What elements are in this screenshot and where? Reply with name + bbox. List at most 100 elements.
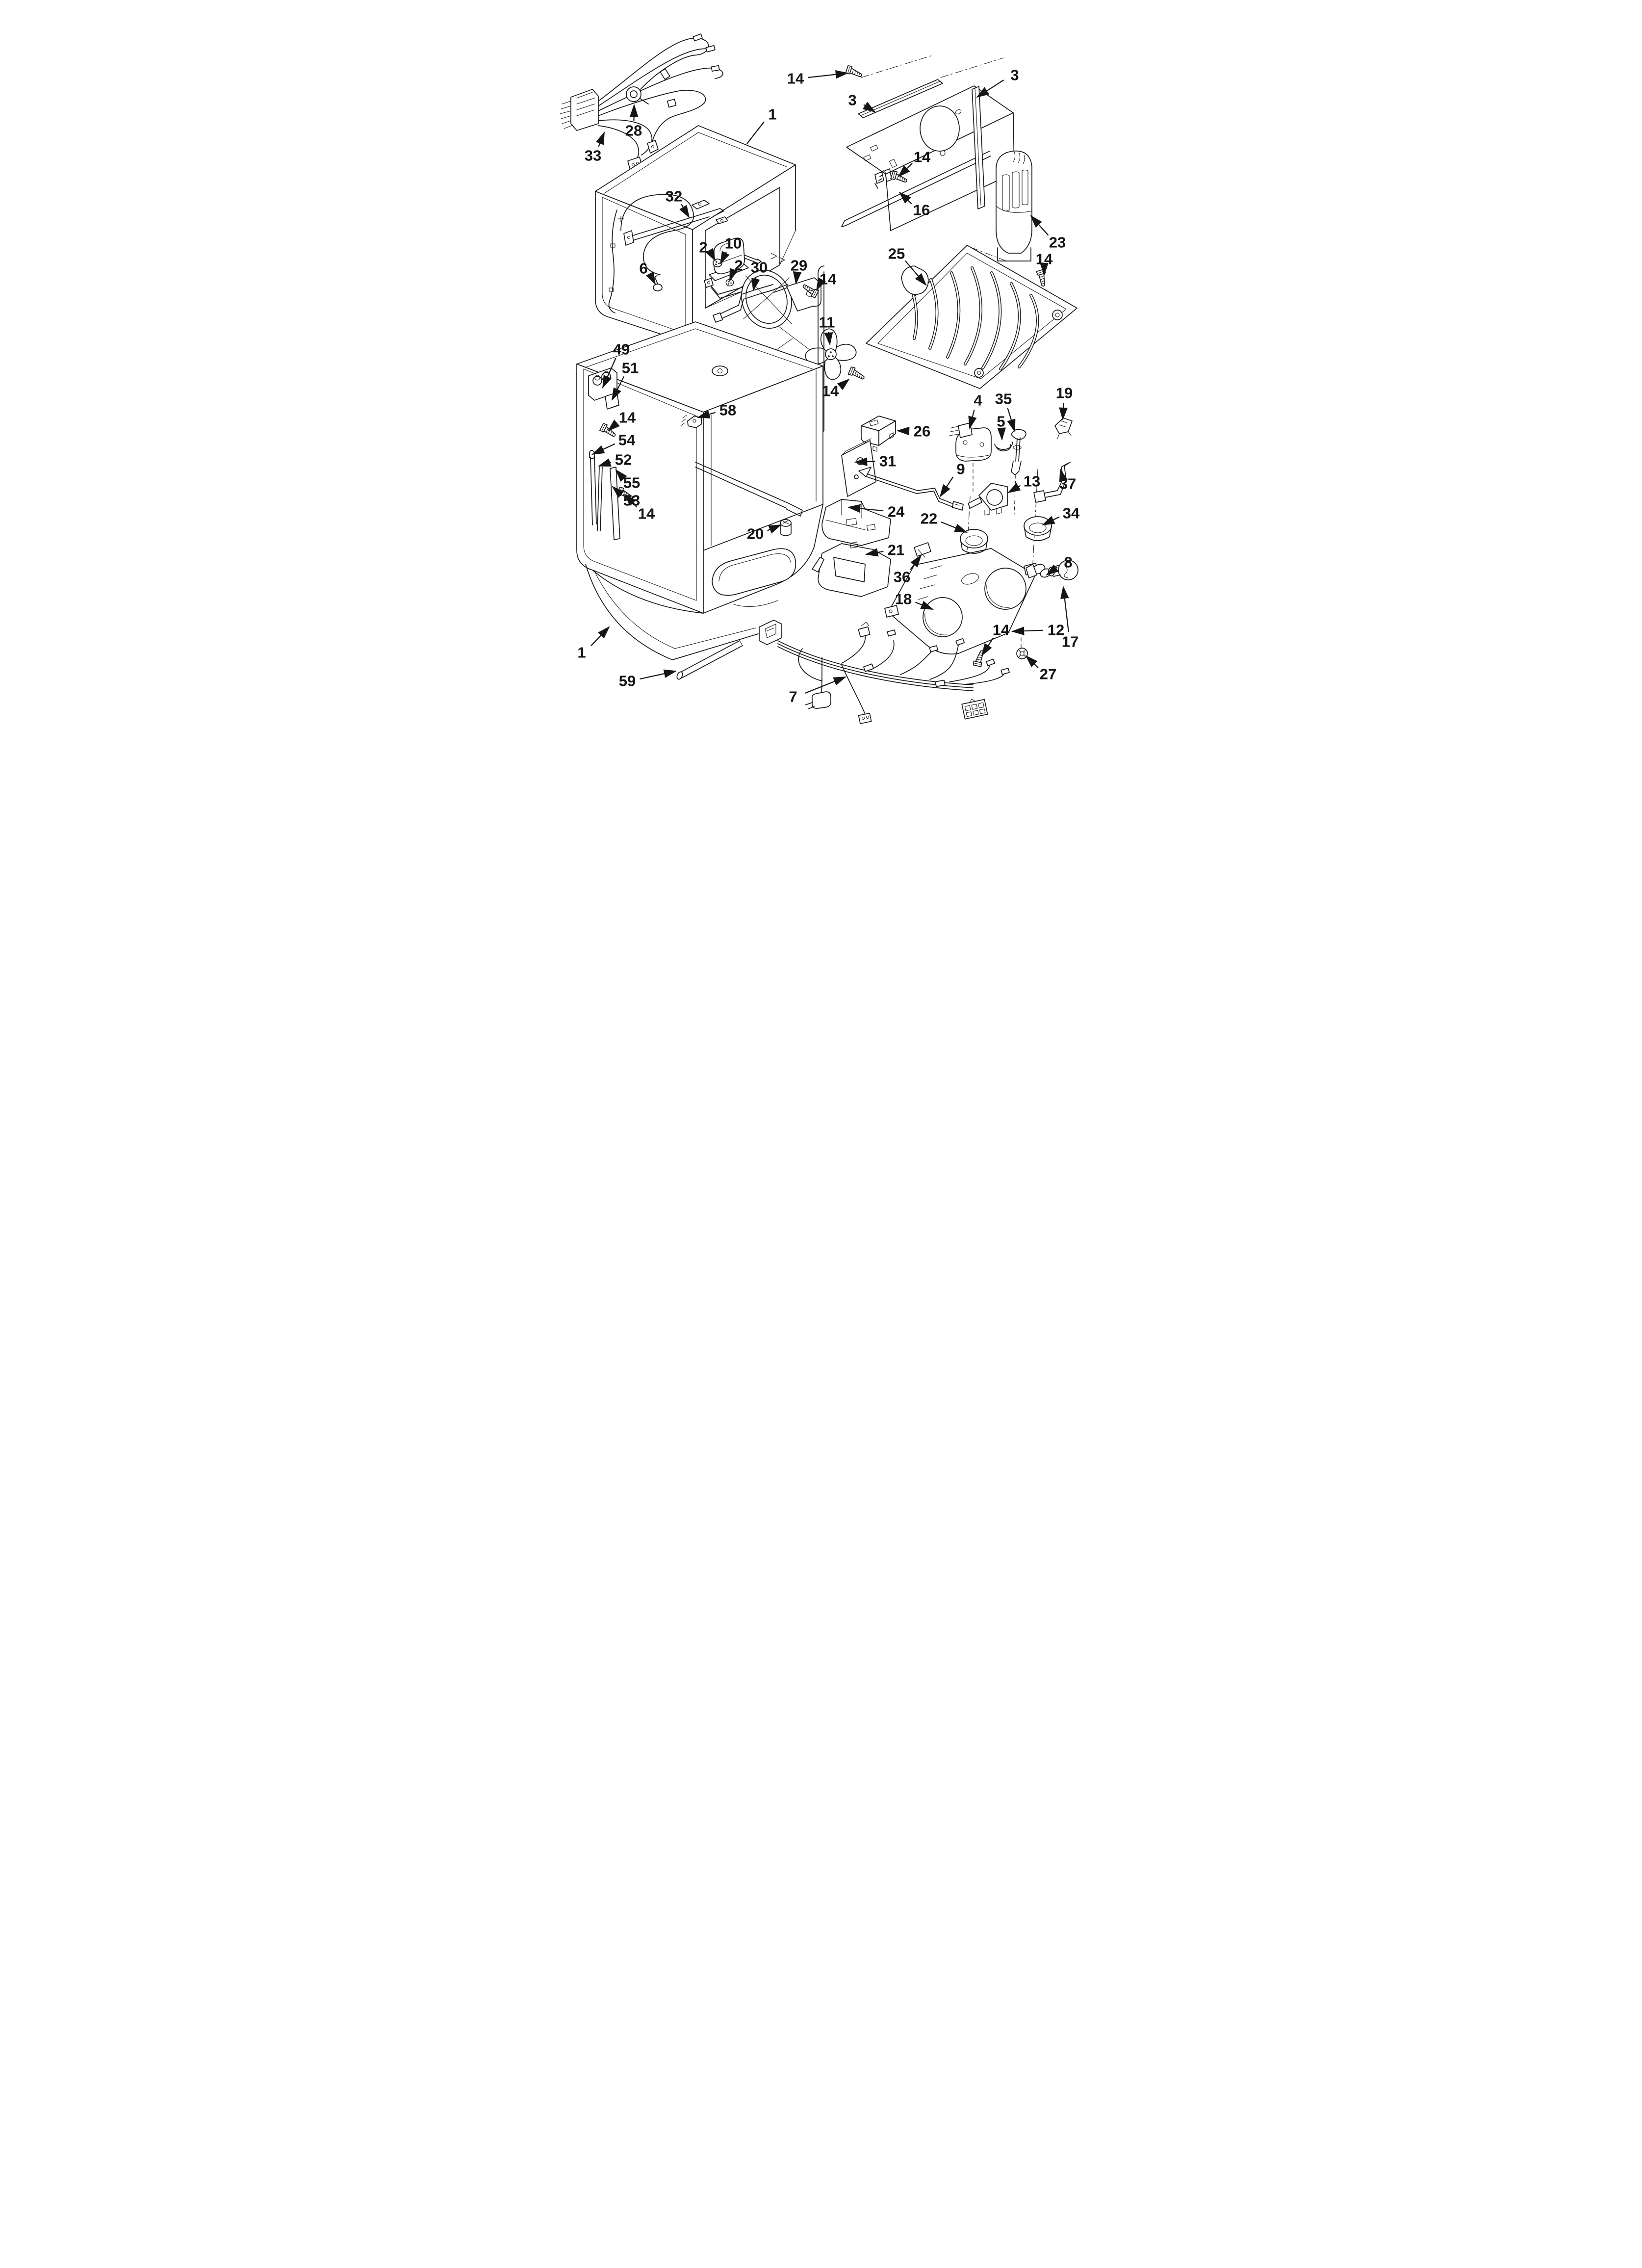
callout-6: 6 [639, 260, 647, 277]
air-duct-tower [996, 150, 1032, 261]
defrost-timer-4 [949, 422, 992, 462]
callout-29: 29 [791, 257, 807, 274]
leader-29 [793, 271, 802, 285]
evap-cover-24 [821, 499, 891, 546]
callout-35: 35 [995, 391, 1012, 408]
callout-18: 18 [895, 591, 912, 608]
callout-1: 1 [577, 644, 586, 661]
leader-21 [865, 548, 884, 557]
exploded-parts-diagram: 1431316142325143221023029614111449511454… [560, 33, 1080, 724]
top-wire-harness [560, 33, 723, 172]
callout-14: 14 [1036, 251, 1053, 268]
wire-arm-9 [858, 467, 964, 511]
callout-52: 52 [615, 451, 632, 469]
callout-3: 3 [1010, 67, 1019, 84]
leader-6 [645, 271, 656, 285]
leader-8 [1046, 564, 1059, 576]
leader-16 [898, 191, 912, 205]
callout-9: 9 [956, 461, 965, 478]
cup-34 [1024, 516, 1052, 541]
leader-2 [705, 248, 716, 261]
trim-tube-59 [676, 640, 743, 680]
leader-59 [640, 669, 677, 680]
callout-51: 51 [622, 360, 639, 377]
callout-14: 14 [993, 622, 1010, 639]
leader-55 [615, 469, 627, 482]
callout-23: 23 [1049, 234, 1066, 251]
callout-17: 17 [1062, 633, 1078, 651]
callout-16: 16 [913, 202, 930, 219]
callout-31: 31 [879, 453, 896, 470]
callout-27: 27 [1040, 666, 1056, 683]
bottom-wire-harness [759, 620, 1010, 724]
label-chip-36 [914, 542, 931, 557]
leader-14 [607, 419, 620, 432]
leader-12 [1011, 626, 1044, 635]
liner-shell [576, 321, 823, 680]
leader-19 [1059, 402, 1068, 421]
callout-55: 55 [623, 474, 640, 492]
leader-52 [597, 458, 612, 467]
callout-30: 30 [751, 259, 768, 276]
callout-3: 3 [848, 92, 856, 109]
air-duct-21 [812, 542, 891, 597]
callout-14: 14 [619, 409, 636, 426]
leader-4 [968, 409, 977, 430]
callout-54: 54 [618, 432, 636, 449]
leader-9 [939, 476, 954, 497]
callout-5: 5 [997, 413, 1005, 430]
leader-34 [1042, 516, 1060, 525]
callout-2: 2 [699, 239, 707, 256]
callout-7: 7 [789, 688, 797, 705]
callout-37: 37 [1059, 475, 1076, 493]
rear-panel [841, 64, 1015, 231]
leader-10 [720, 251, 730, 264]
leader-37 [1059, 468, 1068, 482]
leader-1 [590, 626, 610, 647]
callout-34: 34 [1063, 505, 1080, 522]
cup-22 [960, 529, 988, 554]
plug-20 [780, 519, 792, 536]
leader-35 [1007, 408, 1016, 433]
callout-36: 36 [894, 569, 910, 586]
leader-36 [910, 554, 922, 570]
drain-pan [866, 245, 1078, 389]
leader-14 [981, 637, 994, 656]
nut-27 [1016, 648, 1028, 659]
leader-25 [904, 260, 927, 286]
leader-14 [624, 494, 638, 508]
leader-3 [862, 102, 876, 113]
clip-19 [1054, 417, 1073, 439]
callout-25: 25 [888, 245, 905, 262]
leader-18 [915, 600, 934, 610]
six-pin-connector [961, 699, 988, 720]
leader-5 [997, 427, 1006, 441]
callout-20: 20 [747, 525, 764, 543]
callout-49: 49 [613, 341, 630, 358]
leader-14 [808, 70, 849, 79]
callout-14: 14 [822, 383, 839, 400]
center-parts [812, 416, 964, 618]
callout-59: 59 [619, 673, 636, 690]
callout-4: 4 [974, 392, 982, 409]
leader-3 [976, 79, 1004, 98]
callout-28: 28 [625, 122, 642, 139]
callout-58: 58 [719, 402, 736, 419]
callout-2: 2 [734, 257, 743, 274]
callout-8: 8 [1064, 554, 1072, 571]
callout-12: 12 [1048, 622, 1064, 639]
bracket-13 [968, 483, 1008, 516]
leader-7 [804, 676, 847, 694]
leader-11 [824, 332, 833, 346]
leader-58 [696, 410, 716, 418]
leader-23 [1030, 215, 1049, 236]
cabinet-shell [595, 125, 796, 345]
clip-5 [994, 442, 1013, 451]
callout-10: 10 [725, 235, 742, 252]
callout-19: 19 [1056, 385, 1073, 402]
plate-31 [841, 438, 876, 497]
leader-33 [595, 131, 605, 147]
callout-14: 14 [787, 70, 804, 87]
